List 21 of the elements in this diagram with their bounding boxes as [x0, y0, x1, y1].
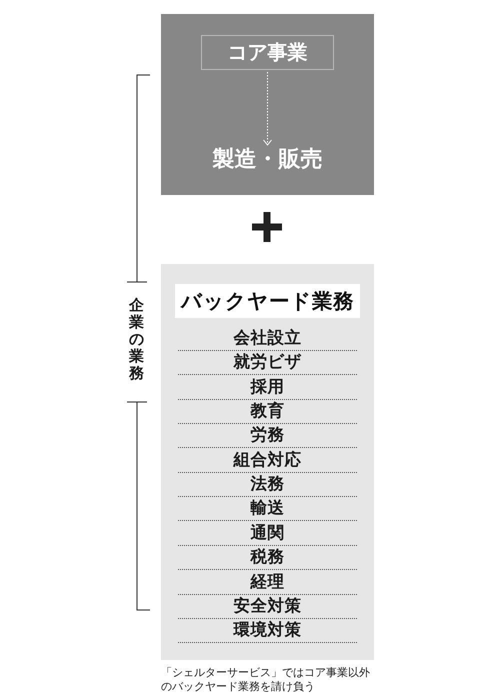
- group-panel: [161, 264, 374, 660]
- list-item: 輸送: [250, 498, 284, 518]
- list-item: 経理: [250, 572, 284, 592]
- caption: 「シェルターサービス」ではコア事業以外のバックヤード業務を請け負う: [161, 666, 371, 694]
- list-item: 就労ビザ: [234, 352, 302, 372]
- list-item: 環境対策: [234, 620, 302, 640]
- label-box: コア事業: [201, 35, 334, 70]
- vertical-label: 企業の業務: [128, 297, 145, 382]
- list-item: 採用: [250, 376, 284, 397]
- list-item: 通関: [250, 522, 284, 543]
- list-item: 労務: [250, 425, 284, 446]
- list-item: 組合対応: [234, 450, 302, 470]
- arrow: [263, 72, 272, 146]
- list-item: 教育: [250, 401, 284, 422]
- heading-box: バックヤード業務: [175, 284, 360, 318]
- list-item: 安全対策: [234, 596, 302, 616]
- list-item: 会社設立: [234, 328, 302, 348]
- list-item: 法務: [250, 474, 284, 494]
- node-label: 製造・販売: [212, 146, 322, 174]
- list-item: 税務: [250, 547, 284, 568]
- group-panel: [161, 14, 374, 195]
